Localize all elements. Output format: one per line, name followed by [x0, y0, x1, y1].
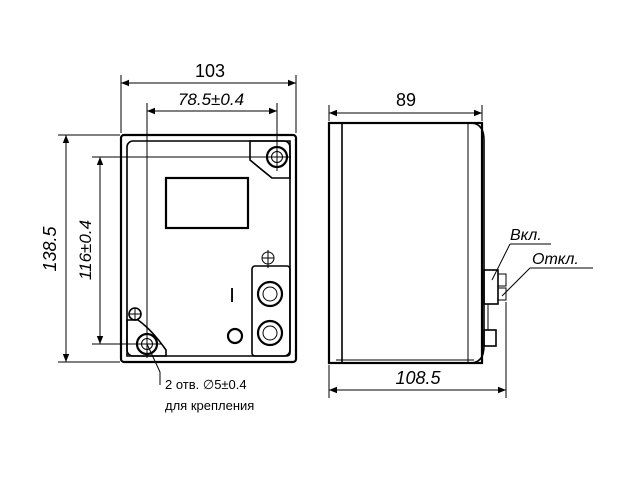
mount-hole-top-right [249, 140, 291, 179]
button-on [256, 280, 284, 308]
hole-note-line1: 2 отв. ∅5±0.4 [165, 377, 247, 392]
dim-label-103: 103 [195, 61, 225, 81]
side-housing [327, 121, 485, 365]
dim-mount-spacing-horizontal: 78.5±0.4 [146, 90, 278, 330]
hole-note: 2 отв. ∅5±0.4 для крепления [146, 343, 254, 413]
dim-depth-108-5: 108.5 [328, 302, 507, 398]
indicator-lamp [226, 327, 244, 345]
screw-bottom-left [128, 307, 142, 321]
dim-height-138-5: 138.5 [40, 134, 120, 363]
front-view: I 103 78.5±0.4 [40, 61, 298, 413]
display-window [164, 176, 250, 230]
label-off: Откл. [532, 251, 579, 268]
side-switches [483, 269, 507, 347]
side-view: Вкл. Откл. 89 108.5 [327, 90, 593, 398]
dim-label-116: 116±0.4 [76, 220, 95, 280]
front-housing [119, 133, 298, 364]
button-off [256, 319, 284, 347]
switch-labels: Вкл. Откл. [491, 227, 593, 297]
dim-width-103: 103 [120, 61, 297, 133]
dim-label-138-5: 138.5 [40, 225, 60, 271]
dim-label-108-5: 108.5 [395, 368, 441, 388]
label-on: Вкл. [510, 227, 542, 244]
hole-note-line2: для крепления [165, 398, 254, 413]
switch-mark: I [229, 285, 235, 307]
dim-mount-spacing-vertical: 116±0.4 [76, 156, 268, 345]
dim-label-78-5: 78.5±0.4 [178, 90, 244, 109]
dim-depth-89: 89 [328, 90, 483, 121]
button-block [251, 250, 291, 357]
dim-label-89: 89 [396, 90, 416, 110]
